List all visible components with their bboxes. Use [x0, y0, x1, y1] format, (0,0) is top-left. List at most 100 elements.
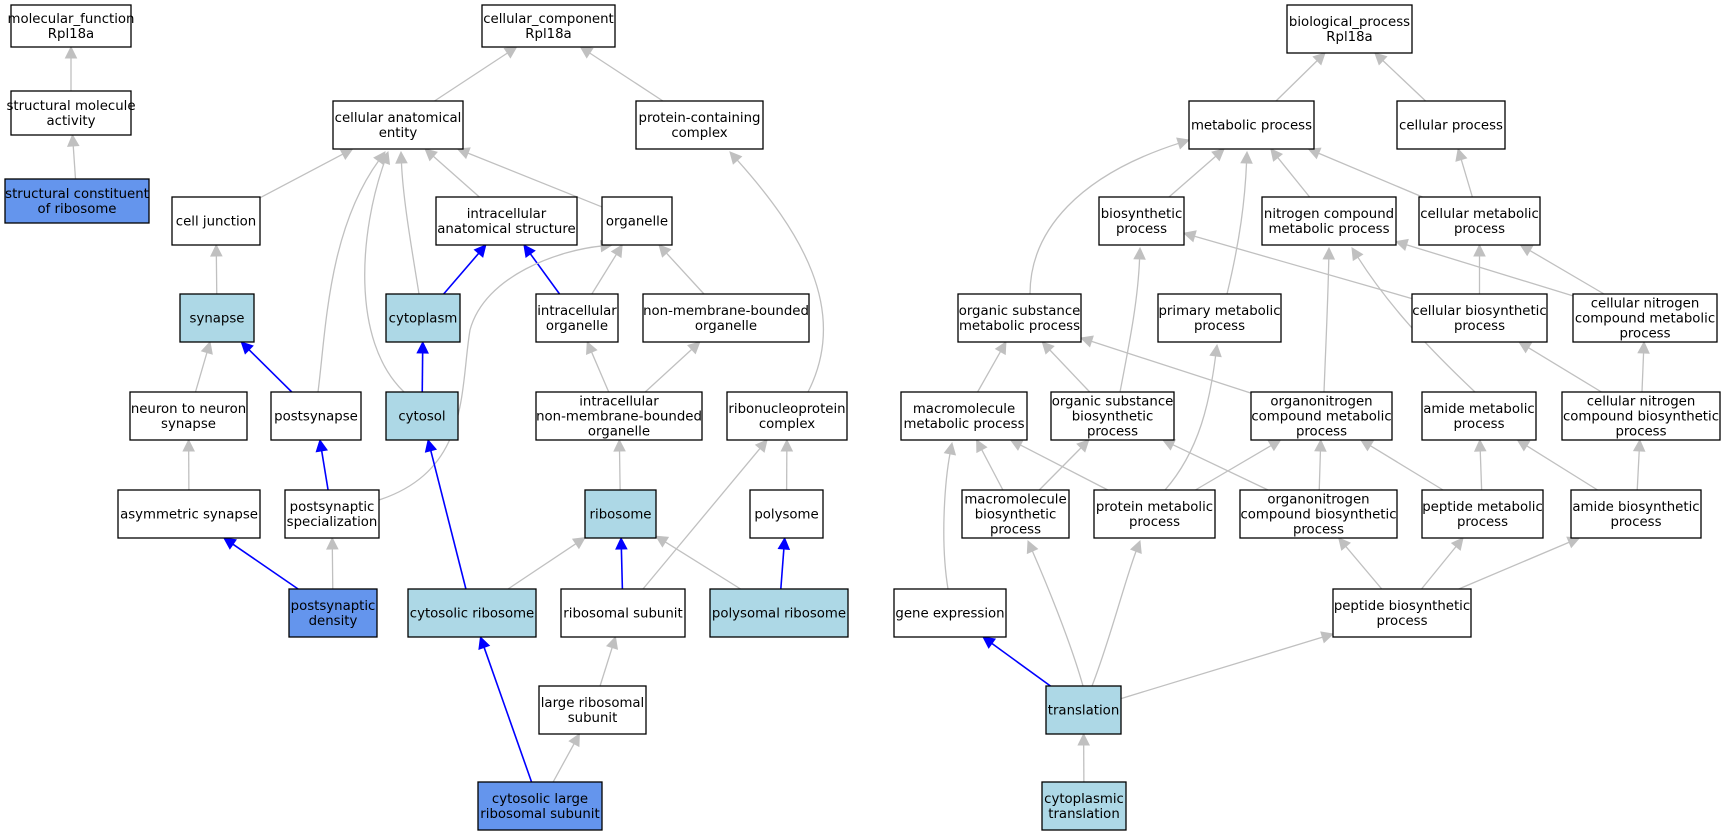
node-cytosolic-ribosome[interactable]: cytosolic ribosome — [407, 588, 537, 638]
node-cellular-process[interactable]: cellular process — [1396, 100, 1506, 150]
node-label-line: protein-containing — [639, 111, 761, 126]
edge-line — [1527, 346, 1602, 393]
edge-ribosome-to-intracell_nonmem_organelle — [613, 438, 626, 491]
node-label-line: organelle — [546, 319, 608, 334]
edge-line — [1528, 249, 1605, 295]
node-label-line: macromolecule — [913, 402, 1015, 417]
node-polysome[interactable]: polysome — [749, 489, 824, 539]
edge-line — [443, 252, 480, 295]
node-translation[interactable]: translation — [1045, 685, 1122, 735]
node-ribosome[interactable]: ribosome — [584, 489, 657, 539]
edge-line — [507, 542, 578, 590]
edge-organonitrogen_biosynth-to-organic_subst_biosynth — [1161, 439, 1269, 491]
edge-arrowhead — [424, 438, 438, 453]
node-label-line: process — [1610, 515, 1661, 530]
node-intracell-nonmem-organelle[interactable]: intracellularnon-membrane-boundedorganel… — [535, 391, 703, 441]
node-label-line: gene expression — [895, 607, 1004, 622]
node-polysomal-ribosome[interactable]: polysomal ribosome — [709, 588, 849, 638]
edge-line — [1019, 443, 1109, 491]
edge-layer — [64, 45, 1650, 783]
node-box — [1572, 293, 1718, 343]
edge-line — [231, 543, 299, 590]
node-ribosomal-subunit[interactable]: ribosomal subunit — [560, 588, 686, 638]
node-asym-synapse[interactable]: asymmetric synapse — [117, 489, 261, 539]
edge-arrowhead — [1374, 52, 1388, 66]
node-box — [284, 489, 380, 539]
node-label-line: Rpl18a — [1326, 30, 1372, 45]
node-label-line: molecular_function — [8, 12, 135, 27]
edge-organic_subst_metab-to-metabolic_process — [1029, 137, 1191, 295]
node-metabolic-process[interactable]: metabolic process — [1188, 100, 1315, 150]
node-label-line: ribosomal subunit — [480, 807, 599, 822]
edge-arrowhead — [1161, 439, 1177, 451]
edge-line — [990, 642, 1051, 687]
node-box — [270, 391, 362, 441]
node-postsynapse[interactable]: postsynapse — [270, 391, 362, 441]
node-label-line: peptide biosynthetic — [1334, 599, 1470, 614]
edge-arrowhead — [1026, 539, 1039, 555]
edge-nitrogen_cmpd_metab-to-metabolic_process — [1270, 148, 1311, 198]
edge-postsyn_spec-to-postsynapse — [315, 438, 329, 491]
edge-protein_metab-to-macromolecule_metab — [1009, 439, 1109, 491]
node-cytoplasm[interactable]: cytoplasm — [385, 293, 461, 343]
edge-peptide_metab-to-organonitrogen_metab — [1359, 439, 1444, 491]
node-organelle[interactable]: organelle — [601, 196, 673, 246]
node-gene-expression[interactable]: gene expression — [893, 588, 1007, 638]
edge-cellular_nitrogen_biosynth-to-cellular_biosynth — [1518, 341, 1602, 393]
edge-translation-to-protein_metab — [1091, 539, 1142, 687]
node-cell-junction[interactable]: cell junction — [171, 196, 261, 246]
edge-arrowhead — [729, 151, 743, 165]
node-label-line: amide biosynthetic — [1572, 500, 1699, 515]
node-label-line: synapse — [161, 417, 216, 432]
edge-arrowhead — [586, 340, 598, 356]
edge-cytosolic_ribosome-to-ribosome — [507, 537, 586, 590]
node-synapse[interactable]: synapse — [179, 293, 255, 343]
edge-cytosol-to-cytoplasm — [416, 340, 429, 393]
node-label-line: complex — [671, 126, 727, 141]
edge-arrowhead — [1516, 439, 1531, 452]
node-label-line: organic substance — [959, 304, 1081, 319]
edge-line — [429, 449, 467, 590]
edge-arrowhead — [1041, 341, 1055, 355]
edge-arrowhead — [1450, 537, 1464, 551]
node-box — [385, 293, 461, 343]
node-cytosol[interactable]: cytosol — [385, 391, 459, 441]
